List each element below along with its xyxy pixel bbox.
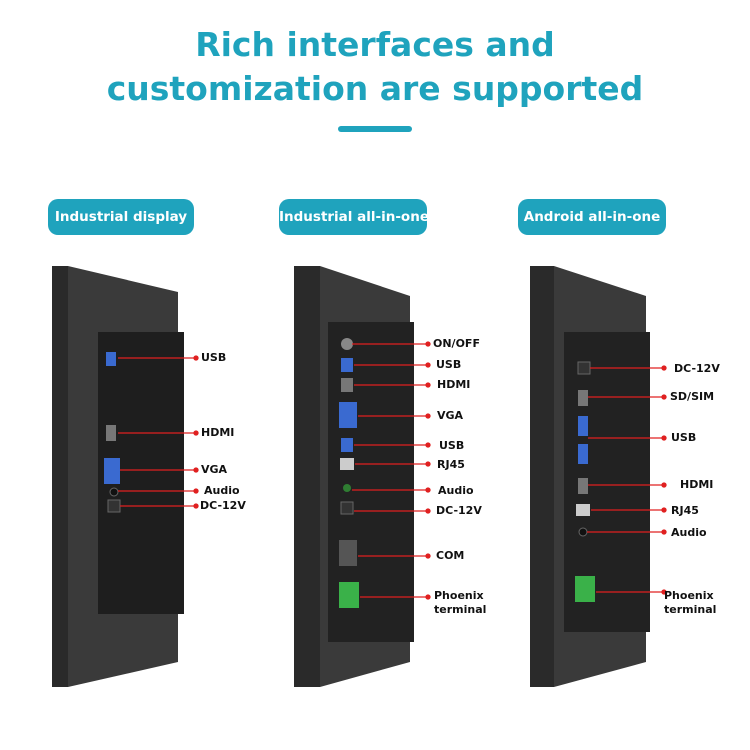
industrial-all-in-one-image (294, 266, 431, 687)
side-bezel (52, 266, 68, 687)
android-all-in-one-image (530, 266, 667, 687)
label-dc-12v: DC-12V (436, 504, 482, 517)
label-dc-12v: DC-12V (200, 499, 246, 512)
usb-port-icon (578, 416, 588, 436)
phoenix-terminal-icon (575, 576, 595, 602)
label-terminal: terminal (664, 603, 717, 616)
rj45-port-icon (340, 458, 354, 470)
callout-lines (587, 365, 667, 595)
dc-jack-icon (340, 501, 354, 515)
side-bezel (530, 266, 554, 687)
vga-port-icon (104, 458, 120, 484)
label-terminal: terminal (434, 603, 487, 616)
label-com: COM (436, 549, 465, 562)
headline-line-2: customization are supported (106, 69, 644, 108)
label-hdmi: HDMI (201, 426, 235, 439)
power-button-icon (341, 338, 353, 350)
dc-jack-icon (577, 361, 591, 375)
label-audio: Audio (671, 526, 707, 539)
label-hdmi: HDMI (680, 478, 714, 491)
sd-sim-slot-icon (578, 390, 588, 406)
tag-industrial-all-in-one: Industrial all-in-one (279, 199, 429, 235)
label-usb: USB (671, 431, 697, 444)
usb-port-icon (341, 438, 353, 452)
usb-port-icon (106, 352, 116, 366)
label-hdmi: HDMI (437, 378, 471, 391)
label-usb: USB (201, 351, 227, 364)
phoenix-terminal-icon (339, 582, 359, 608)
audio-jack-icon (578, 527, 588, 537)
vga-port-icon (339, 402, 357, 428)
hdmi-port-icon (341, 378, 353, 392)
label-usb: USB (436, 358, 462, 371)
label-vga: VGA (437, 409, 464, 422)
label-rj45: RJ45 (671, 504, 699, 517)
label-phoenix: Phoenix (664, 589, 714, 602)
label-rj45: RJ45 (437, 458, 465, 471)
industrial-display-image (52, 266, 199, 687)
label-dc-12v: DC-12V (674, 362, 720, 375)
com-port-icon (339, 540, 357, 566)
audio-jack-icon (109, 487, 119, 497)
usb-port-icon (341, 358, 353, 372)
tag-industrial-display: Industrial display (48, 199, 194, 235)
label-sd-sim: SD/SIM (670, 390, 715, 403)
label-phoenix: Phoenix (434, 589, 484, 602)
headline-line-1: Rich interfaces and (195, 25, 555, 64)
callout-lines (118, 355, 199, 509)
usb-port-icon (578, 444, 588, 464)
label-vga: VGA (201, 463, 228, 476)
side-bezel (294, 266, 320, 687)
tag-android-all-in-one: Android all-in-one (518, 199, 666, 235)
hdmi-port-icon (106, 425, 116, 441)
callout-lines (352, 341, 431, 600)
audio-jack-icon (343, 484, 351, 492)
label-on-off: ON/OFF (433, 337, 480, 350)
headline-underline (338, 126, 412, 132)
rj45-port-icon (576, 504, 590, 516)
label-audio: Audio (204, 484, 240, 497)
hdmi-port-icon (578, 478, 588, 494)
dc-jack-icon (107, 499, 121, 513)
label-audio: Audio (438, 484, 474, 497)
label-usb: USB (439, 439, 465, 452)
